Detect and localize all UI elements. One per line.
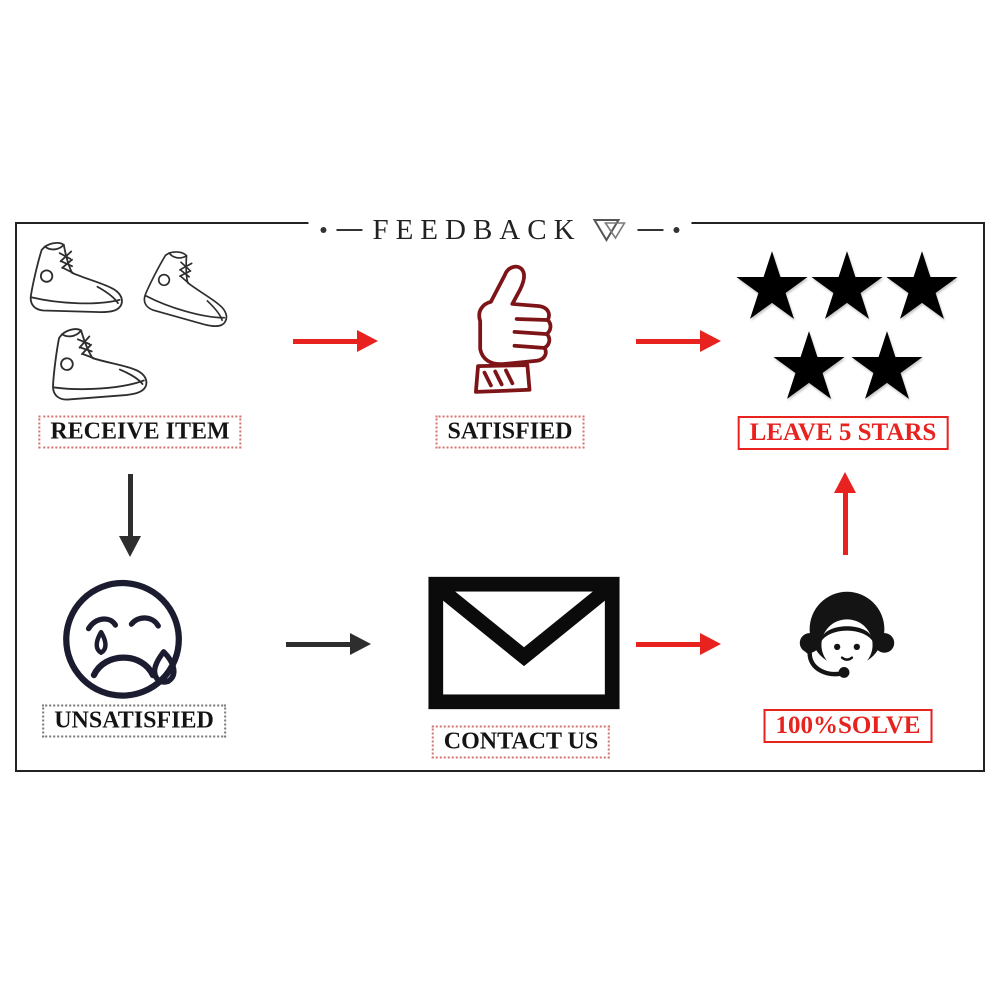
- ornament-dot-right: [673, 227, 680, 233]
- sneakers-icon: [29, 241, 241, 404]
- page-title: FEEDBACK: [372, 213, 582, 246]
- star-icon: [811, 251, 883, 319]
- five-stars-icon: [733, 248, 961, 408]
- double-triangle-ornament-icon: [592, 219, 626, 242]
- star-icon: [886, 251, 958, 319]
- arrow-solve-to-stars: [834, 472, 856, 555]
- diagram-header: FEEDBACK: [308, 210, 692, 250]
- ornament-dot-left: [320, 227, 327, 233]
- crying-face-icon: [63, 579, 182, 699]
- arrow-contact-to-solve: [636, 633, 721, 655]
- contact-us-label: CONTACT US: [431, 725, 611, 759]
- solve-label: 100%SOLVE: [763, 709, 933, 743]
- star-icon: [773, 331, 845, 399]
- thumbs-up-icon: [474, 264, 553, 394]
- star-icon: [736, 251, 808, 319]
- leave-5-stars-label: LEAVE 5 STARS: [737, 416, 949, 450]
- ornament-line-right: [637, 229, 664, 231]
- support-agent-icon: [799, 591, 895, 678]
- arrow-receive-to-satisfied: [293, 330, 378, 352]
- receive-item-label: RECEIVE ITEM: [38, 415, 242, 449]
- arrow-receive-to-unsatisfied: [119, 474, 141, 557]
- ornament-line-left: [336, 229, 363, 231]
- arrow-unsatisfied-to-contact: [286, 633, 371, 655]
- star-icon: [851, 331, 923, 399]
- satisfied-label: SATISFIED: [435, 415, 585, 449]
- unsatisfied-label: UNSATISFIED: [42, 704, 226, 738]
- envelope-icon: [428, 576, 620, 710]
- arrow-satisfied-to-stars: [636, 330, 721, 352]
